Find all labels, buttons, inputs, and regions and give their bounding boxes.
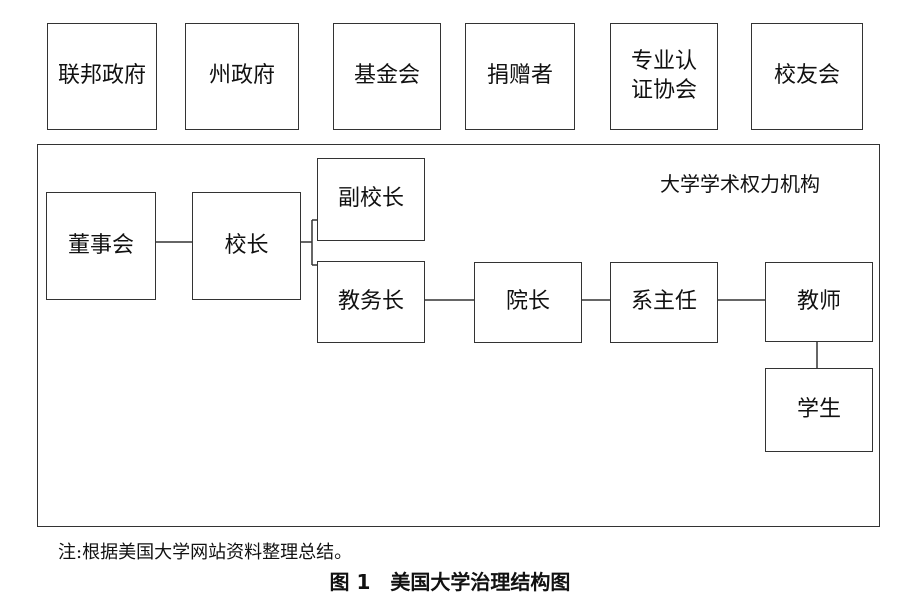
node-provost: 教务长 — [317, 261, 425, 343]
student-label: 学生 — [796, 396, 841, 422]
external-box-foundation: 基金会 — [333, 23, 441, 130]
department-chair-label: 系主任 — [630, 289, 697, 315]
frame-title: 大学学术权力机构 — [660, 172, 820, 196]
node-faculty: 教师 — [765, 262, 873, 342]
foundation-label: 基金会 — [353, 63, 420, 89]
accreditation-association-label: 专业认 证协会 — [630, 48, 697, 103]
node-president: 校长 — [192, 192, 301, 300]
external-box-accreditation-association: 专业认 证协会 — [610, 23, 718, 130]
node-student: 学生 — [765, 368, 873, 452]
president-label: 校长 — [224, 232, 269, 258]
node-board-of-trustees: 董事会 — [46, 192, 156, 300]
external-box-donor: 捐赠者 — [465, 23, 575, 130]
faculty-label: 教师 — [796, 288, 841, 314]
dean-label: 院长 — [505, 289, 550, 315]
figure-caption: 图 1 美国大学治理结构图 — [329, 570, 571, 594]
external-box-alumni-association: 校友会 — [751, 23, 863, 130]
provost-label: 教务长 — [337, 288, 404, 314]
vice-president-label: 副校长 — [337, 186, 404, 212]
board-label: 董事会 — [67, 232, 134, 258]
academic-power-frame — [37, 144, 880, 527]
external-box-state-government: 州政府 — [185, 23, 299, 130]
federal-government-label: 联邦政府 — [57, 63, 146, 89]
alumni-association-label: 校友会 — [773, 63, 840, 89]
node-dean: 院长 — [474, 262, 582, 343]
donor-label: 捐赠者 — [486, 63, 553, 89]
source-note: 注:根据美国大学网站资料整理总结。 — [58, 542, 353, 563]
external-box-federal-government: 联邦政府 — [47, 23, 157, 130]
state-government-label: 州政府 — [208, 63, 275, 89]
node-department-chair: 系主任 — [610, 262, 718, 343]
node-vice-president: 副校长 — [317, 158, 425, 241]
